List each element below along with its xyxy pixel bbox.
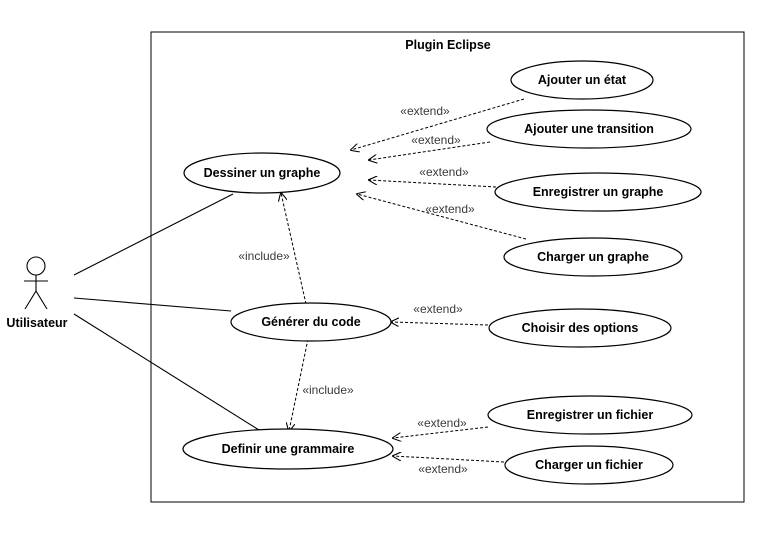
use-case-dessiner-un-graphe: Dessiner un graphe bbox=[183, 152, 341, 194]
stereotype-label: «include» bbox=[302, 383, 354, 397]
stereotype-label: «extend» bbox=[400, 104, 450, 118]
use-case-label: Choisir des options bbox=[522, 321, 639, 335]
extend-choisir-options bbox=[391, 322, 489, 325]
use-case-charger-un-graphe: Charger un graphe bbox=[503, 237, 683, 277]
use-case-label: Ajouter un état bbox=[538, 73, 627, 87]
use-case-choisir-des-options: Choisir des options bbox=[488, 308, 672, 348]
association-definir bbox=[73, 313, 260, 431]
use-case-label: Definir une grammaire bbox=[222, 442, 355, 456]
actor-utilisateur: Utilisateur bbox=[6, 256, 68, 330]
use-case-label: Charger un graphe bbox=[537, 250, 649, 264]
use-case-ajouter-une-transition: Ajouter une transition bbox=[486, 109, 692, 149]
use-case-charger-un-fichier: Charger un fichier bbox=[504, 445, 674, 485]
stereotype-label: «extend» bbox=[419, 165, 469, 179]
extend-enregistrer-fichier bbox=[393, 426, 489, 438]
include-generer-definir bbox=[289, 338, 309, 431]
extend-charger-fichier bbox=[393, 456, 505, 463]
extend-enregistrer-graphe bbox=[369, 180, 497, 188]
association-generer bbox=[73, 297, 232, 312]
use-case-label: Ajouter une transition bbox=[524, 122, 654, 136]
use-case-definir-une-grammaire: Definir une grammaire bbox=[182, 428, 394, 470]
stereotype-label: «extend» bbox=[417, 416, 467, 430]
include-generer-dessiner bbox=[281, 193, 307, 305]
stereotype-label: «extend» bbox=[411, 133, 461, 147]
use-case-enregistrer-un-graphe: Enregistrer un graphe bbox=[494, 172, 702, 212]
association-dessiner bbox=[73, 193, 234, 276]
use-case-generer-du-code: Générer du code bbox=[230, 302, 392, 342]
actor-label: Utilisateur bbox=[6, 316, 67, 330]
system-boundary bbox=[150, 31, 745, 503]
extend-ajouter-etat bbox=[351, 98, 525, 150]
system-title: Plugin Eclipse bbox=[405, 38, 490, 52]
extend-charger-graphe bbox=[357, 194, 527, 240]
extend-ajouter-transition bbox=[369, 141, 491, 160]
stereotype-label: «extend» bbox=[425, 202, 475, 216]
use-case-label: Enregistrer un fichier bbox=[527, 408, 654, 422]
stereotype-label: «extend» bbox=[418, 462, 468, 476]
stick-figure-icon bbox=[24, 256, 48, 310]
use-case-label: Charger un fichier bbox=[535, 458, 643, 472]
use-case-label: Enregistrer un graphe bbox=[533, 185, 664, 199]
stereotype-label: «include» bbox=[238, 249, 290, 263]
use-case-label: Générer du code bbox=[261, 315, 360, 329]
stereotype-label: «extend» bbox=[413, 302, 463, 316]
use-case-ajouter-un-etat: Ajouter un état bbox=[510, 60, 654, 100]
use-case-label: Dessiner un graphe bbox=[204, 166, 321, 180]
use-case-enregistrer-un-fichier: Enregistrer un fichier bbox=[487, 395, 693, 435]
